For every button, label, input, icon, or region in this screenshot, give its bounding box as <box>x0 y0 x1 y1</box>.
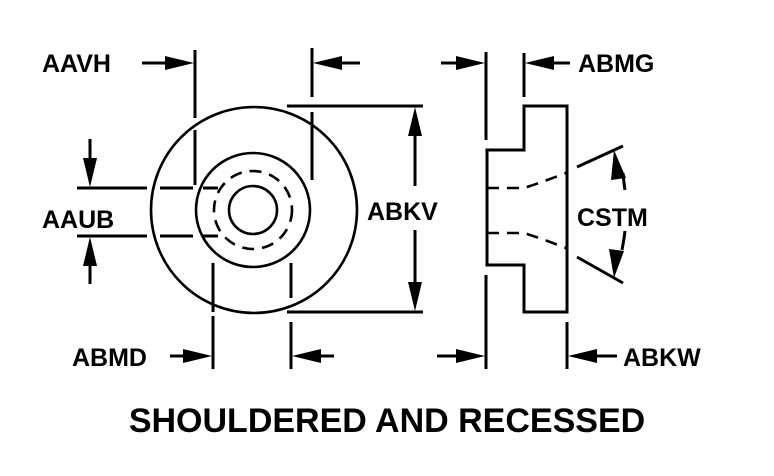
dimension-abkv: ABKV <box>287 104 438 314</box>
front-view <box>149 105 359 315</box>
aaub-arrowhead-top <box>83 158 97 187</box>
hidden-recess-line-lower <box>487 231 567 250</box>
aaub-label: AAUB <box>42 206 114 234</box>
side-view <box>485 104 569 314</box>
abmd-arrowhead-right <box>292 349 321 363</box>
cstm-ext-line-upper <box>576 144 624 169</box>
cstm-arrowhead-lower <box>609 249 624 278</box>
cstm-arrowhead-upper <box>611 150 626 180</box>
abkv-label: ABKV <box>367 198 438 226</box>
dimension-abkw: ABKW <box>437 275 701 372</box>
abkv-arrowhead-top <box>408 107 422 136</box>
aavh-arrowhead-left <box>165 56 194 70</box>
aavh-arrowhead-right <box>313 56 342 70</box>
outer-circle <box>149 105 359 315</box>
bore-circle <box>227 184 279 236</box>
abkv-arrowhead-bottom <box>408 282 422 311</box>
abkw-label: ABKW <box>623 344 701 372</box>
abkw-arrowhead-left <box>456 349 485 363</box>
cstm-label: CSTM <box>577 204 648 232</box>
side-profile-outline <box>485 104 569 314</box>
aaub-arrowhead-bottom <box>83 237 97 266</box>
abmg-label: ABMG <box>578 50 654 78</box>
dimension-aavh: AAVH <box>42 48 360 185</box>
dimension-cstm: CSTM <box>576 144 648 285</box>
abmg-arrowhead-right <box>525 56 554 70</box>
abmg-arrowhead-left <box>456 56 485 70</box>
abmd-label: ABMD <box>72 344 147 372</box>
aavh-label: AAVH <box>42 50 111 78</box>
abmd-arrowhead-left <box>183 349 212 363</box>
diagram-title: SHOULDERED AND RECESSED <box>129 402 645 440</box>
dimension-abmd: ABMD <box>72 263 334 372</box>
abkw-arrowhead-right <box>568 349 597 363</box>
hidden-recess-line-upper <box>487 171 567 190</box>
hidden-recess-circle <box>212 169 294 251</box>
cstm-arc-lower <box>620 230 627 251</box>
cstm-ext-line-lower <box>576 255 624 285</box>
dimension-aaub: AAUB <box>42 139 218 284</box>
dimension-abmg: ABMG <box>441 50 654 140</box>
shoulder-circle <box>194 151 312 269</box>
